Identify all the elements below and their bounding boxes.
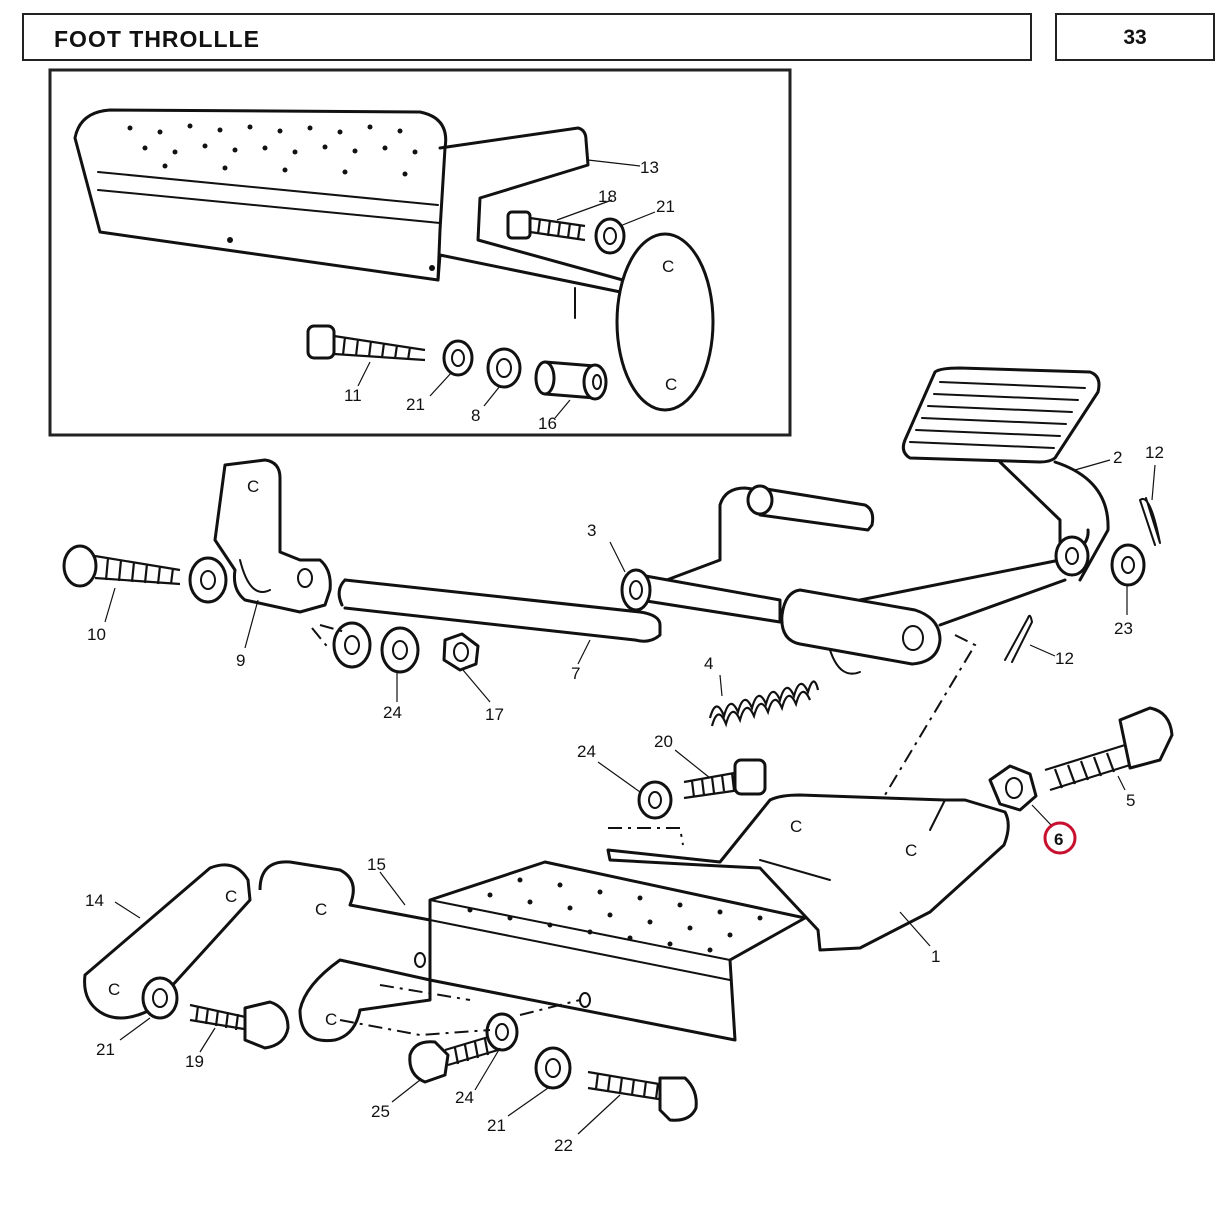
washer-23 bbox=[1110, 543, 1146, 587]
callout-15: 15 bbox=[367, 855, 386, 874]
page-number: 33 bbox=[1123, 26, 1147, 49]
washer-21-lower bbox=[534, 1046, 572, 1090]
callout-6: 6 bbox=[1054, 830, 1063, 849]
callout-21-left: 21 bbox=[96, 1040, 115, 1059]
washer-21-inset bbox=[442, 339, 474, 377]
washer-10-side bbox=[188, 556, 228, 604]
callout-7: 7 bbox=[571, 664, 580, 683]
callout-4: 4 bbox=[704, 654, 713, 673]
bolt-18 bbox=[506, 210, 586, 242]
washer-8 bbox=[486, 347, 522, 389]
page-number-box: 33 bbox=[1055, 13, 1215, 61]
callout-16: 16 bbox=[538, 414, 557, 433]
plate-14-hole-upper: C bbox=[225, 887, 237, 906]
callout-22: 22 bbox=[554, 1136, 573, 1155]
washer-21-inset-top bbox=[594, 217, 626, 255]
bolt-25 bbox=[408, 1033, 499, 1084]
washer-21-lower-left bbox=[141, 976, 179, 1020]
bolt-5 bbox=[1044, 706, 1174, 792]
cotter-pin-12-top bbox=[1139, 497, 1161, 546]
callout-12: 12 bbox=[1055, 649, 1074, 668]
bracket-1-hole-top: C bbox=[790, 817, 802, 836]
cotter-pin-12 bbox=[1004, 614, 1033, 663]
callout-8: 8 bbox=[471, 406, 480, 425]
plate-hole-bottom: C bbox=[665, 375, 677, 394]
bracket-9: C bbox=[213, 458, 332, 614]
nut-17 bbox=[442, 632, 480, 672]
main-leaders bbox=[104, 459, 1156, 1135]
pedal-15-hole: C bbox=[315, 900, 327, 919]
callout-10: 10 bbox=[87, 625, 106, 644]
bracket-hole: C bbox=[247, 477, 259, 496]
callout-3: 3 bbox=[587, 521, 596, 540]
plate-14-hole-lower: C bbox=[108, 980, 120, 999]
pedal-2 bbox=[901, 366, 1110, 582]
pedal-15-hole-lower: C bbox=[325, 1010, 337, 1029]
inset-pedal-13 bbox=[73, 108, 642, 319]
inset-oval-plate bbox=[615, 232, 715, 412]
callout-1: 1 bbox=[931, 947, 940, 966]
spring-4 bbox=[708, 680, 820, 728]
pedal-15: C C bbox=[258, 860, 807, 1043]
center-line-lower bbox=[339, 984, 581, 1037]
washer-plain bbox=[332, 621, 372, 669]
callout-11: 11 bbox=[344, 386, 362, 405]
title-box: FOOT THROLLLE bbox=[22, 13, 1032, 61]
bolt-10 bbox=[62, 544, 181, 588]
washer-24-lower bbox=[485, 1012, 519, 1052]
throttle-arm bbox=[620, 484, 1090, 675]
callout-24-mid: 24 bbox=[577, 742, 596, 761]
nut-6 bbox=[988, 764, 1038, 812]
washer-24-top bbox=[380, 626, 420, 674]
callout-20: 20 bbox=[654, 732, 673, 751]
bolt-20 bbox=[683, 758, 767, 800]
callout-2: 2 bbox=[1113, 448, 1122, 467]
callout-12-top: 12 bbox=[1145, 443, 1164, 462]
detail-inset-frame bbox=[48, 68, 792, 437]
callout-25: 25 bbox=[371, 1102, 390, 1121]
callout-5: 5 bbox=[1126, 791, 1135, 810]
callout-24-upper: 24 bbox=[383, 703, 402, 722]
bolt-19 bbox=[189, 1000, 290, 1050]
inset-leaders bbox=[357, 159, 656, 419]
highlight-ring-6 bbox=[1043, 821, 1077, 855]
callout-14: 14 bbox=[85, 891, 104, 910]
callout-13: 13 bbox=[640, 158, 659, 177]
plate-hole-top: C bbox=[662, 257, 674, 276]
callout-24-lower: 24 bbox=[455, 1088, 474, 1107]
callout-17: 17 bbox=[485, 705, 504, 724]
callout-9: 9 bbox=[236, 651, 245, 670]
washer-24-mid bbox=[637, 780, 673, 820]
bracket-1-hole-side: C bbox=[905, 841, 917, 860]
callout-19: 19 bbox=[185, 1052, 204, 1071]
callout-21-lower: 21 bbox=[487, 1116, 506, 1135]
bolt-11 bbox=[306, 324, 426, 362]
rod-7 bbox=[337, 578, 662, 643]
bolt-22 bbox=[587, 1070, 698, 1122]
plate-14: C C bbox=[83, 863, 252, 1020]
page-title: FOOT THROLLLE bbox=[54, 26, 260, 52]
callout-21-inset-top: 21 bbox=[656, 197, 675, 216]
bracket-1: C C bbox=[606, 793, 1010, 952]
callout-18: 18 bbox=[598, 187, 617, 206]
callout-21-inset: 21 bbox=[406, 395, 425, 414]
center-line bbox=[869, 634, 977, 821]
spacer-16 bbox=[534, 360, 608, 401]
callout-23: 23 bbox=[1114, 619, 1133, 638]
